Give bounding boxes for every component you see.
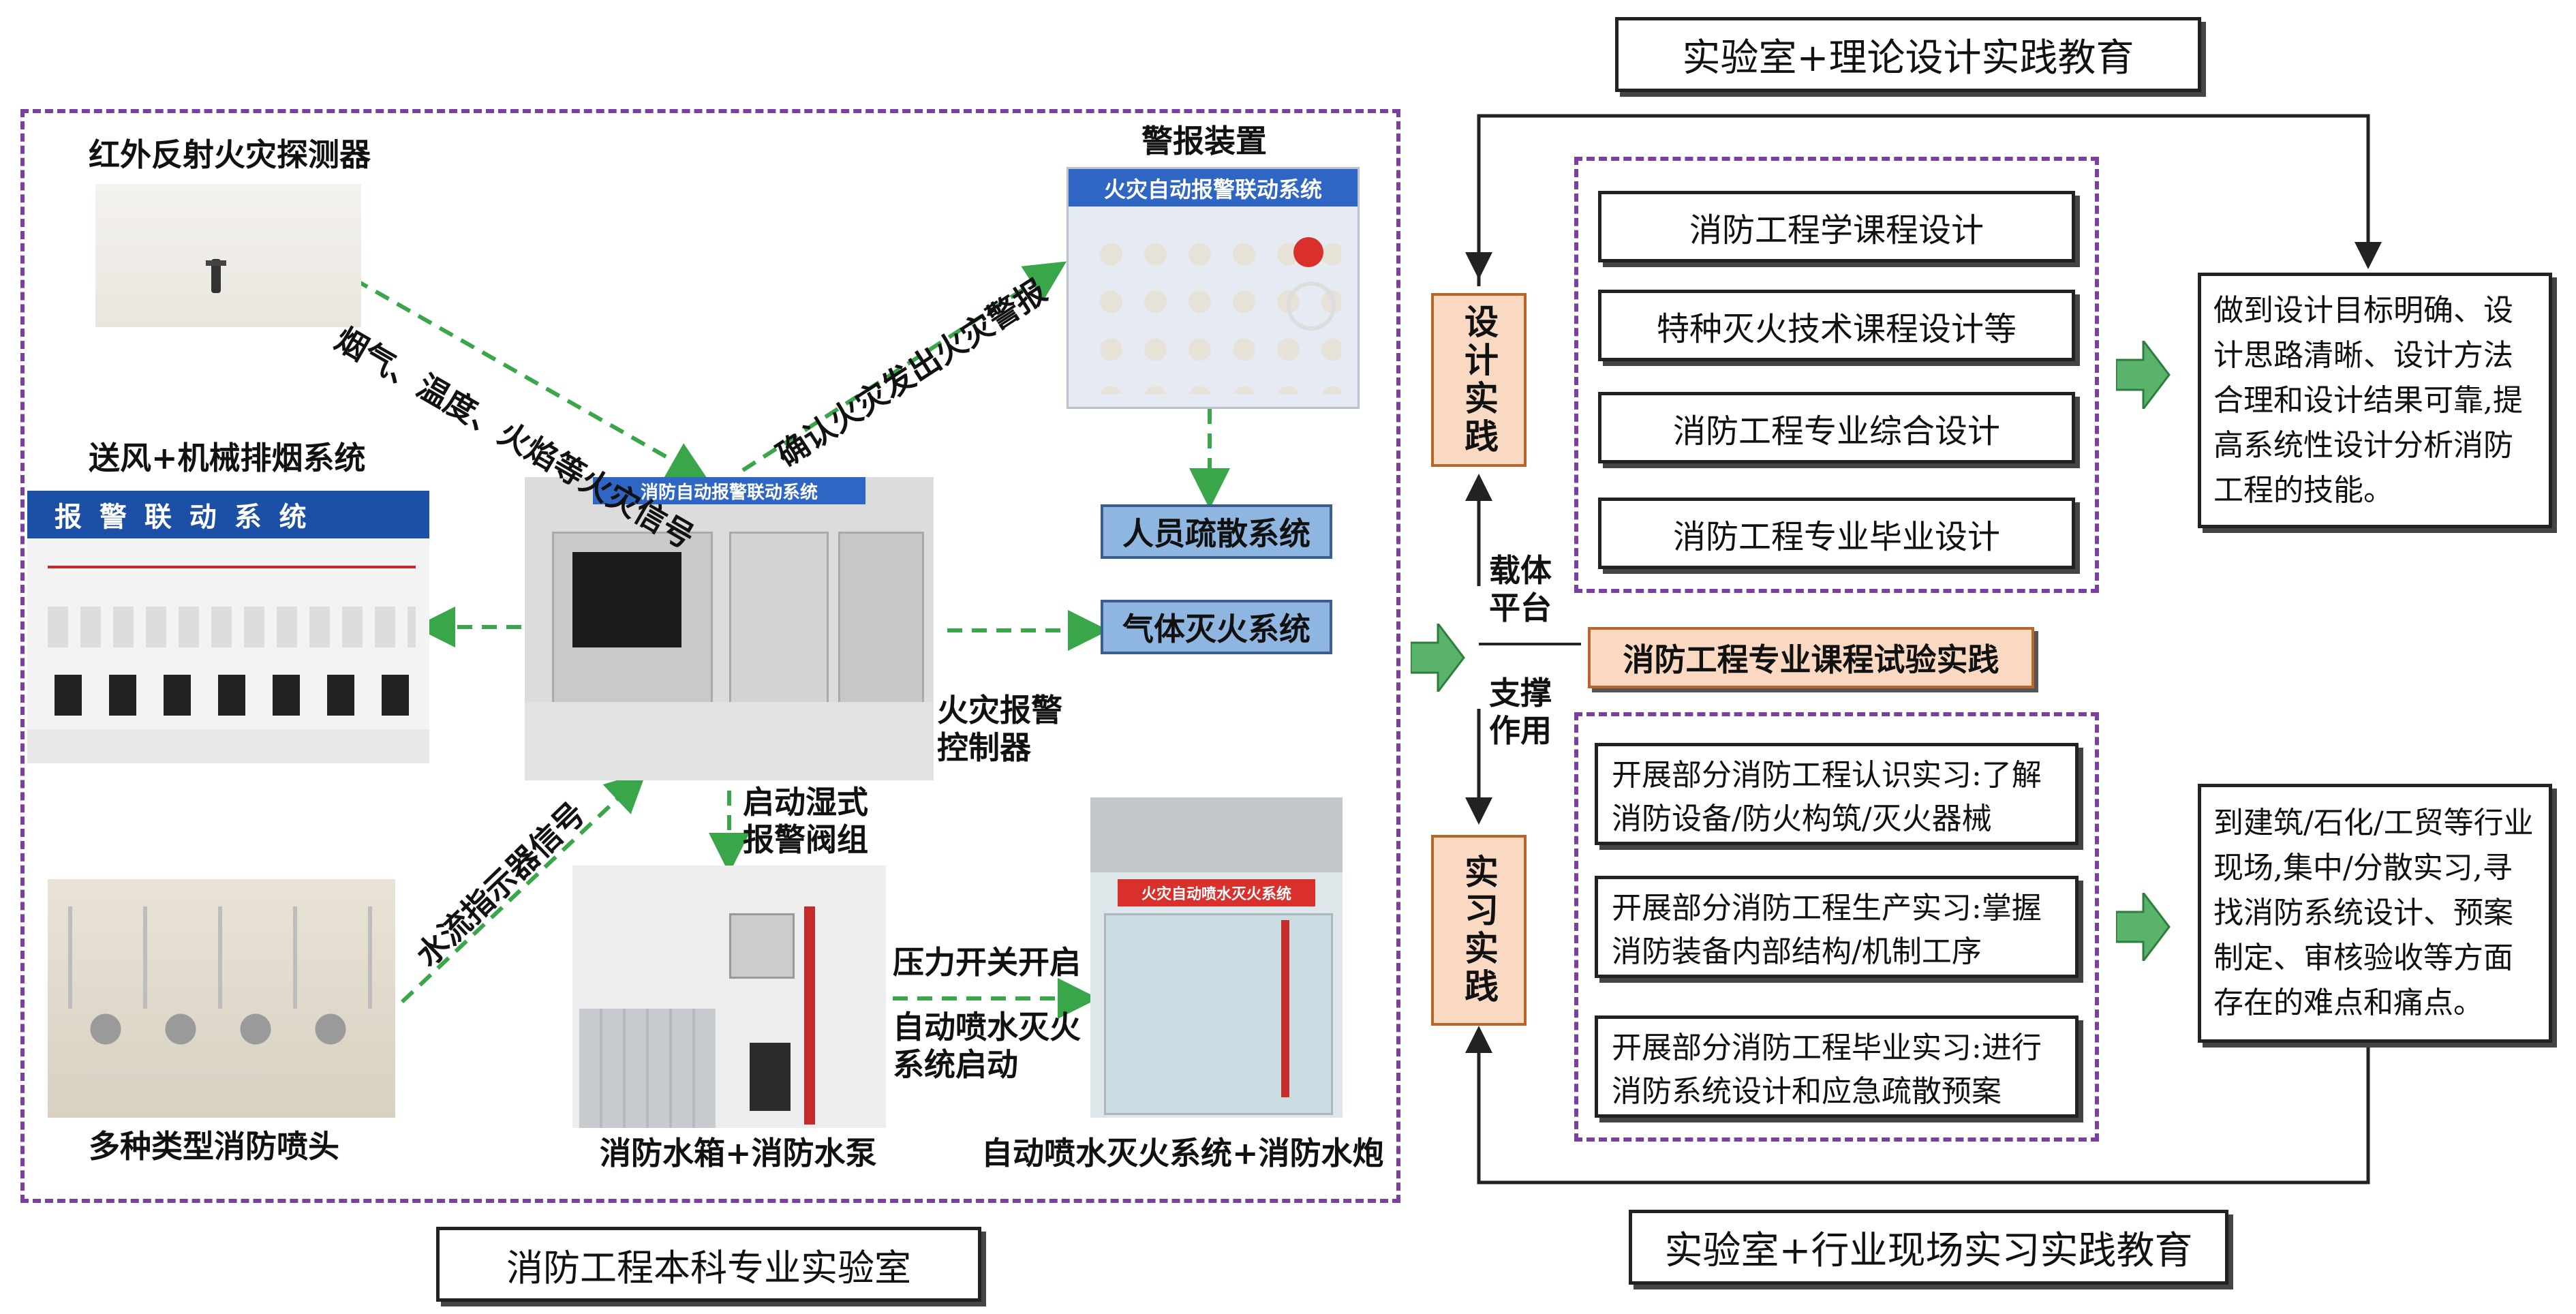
intern-item-1: 开展部分消防工程认识实习:了解消防设备/防火构筑/灭火器械 <box>1595 743 2079 845</box>
label-ventilation: 送风+机械排烟系统 <box>89 440 366 476</box>
bottom-title: 实验室+行业现场实习实践教育 <box>1629 1210 2228 1285</box>
photo-controller: 消防自动报警联动系统 <box>525 477 934 780</box>
intern-frame <box>1574 712 2099 1142</box>
label-pressure-switch: 压力开关开启 <box>893 944 1081 981</box>
label-carrier: 载体 平台 <box>1489 552 1552 627</box>
photo-infrared-detector <box>95 184 361 327</box>
intern-practice-box: 实习实践 <box>1431 835 1527 1026</box>
alarm-panel-header: 火灾自动报警联动系统 <box>1069 169 1358 207</box>
design-goal-box: 做到设计目标明确、设计思路清晰、设计方法合理和设计结果可靠,提高系统性设计分析消… <box>2198 273 2552 528</box>
intern-goal-box: 到建筑/石化/工贸等行业现场,集中/分散实习,寻找消防系统设计、预案制定、审核验… <box>2198 784 2552 1043</box>
arrow-controller-to-alarm <box>741 261 1067 472</box>
label-alarm-device: 警报装置 <box>1141 123 1267 159</box>
label-sprinkler-heads: 多种类型消防喷头 <box>89 1128 339 1165</box>
label-sprinkler-system: 自动喷水灭火系统+消防水炮 <box>981 1135 1384 1172</box>
label-controller: 火灾报警 控制器 <box>937 692 1062 767</box>
big-green-arrow <box>1411 624 1465 692</box>
photo-sprinkler-system: 火灾自动喷水灭火系统 <box>1090 797 1343 1118</box>
arrow-detector-to-controller <box>353 277 709 481</box>
sprinkler-photo-header: 火灾自动喷水灭火系统 <box>1118 879 1315 906</box>
design-practice-box: 设计实践 <box>1431 293 1527 467</box>
photo-alarm-device: 火灾自动报警联动系统 <box>1067 167 1360 409</box>
lab-title: 消防工程本科专业实验室 <box>436 1227 981 1302</box>
controller-photo-header: 消防自动报警联动系统 <box>593 477 865 504</box>
arrow-sprinkler-to-controller <box>400 771 647 1004</box>
photo-ventilation: 报 警 联 动 系 统 <box>27 491 429 763</box>
course-experiment-box: 消防工程专业课程试验实践 <box>1588 627 2034 688</box>
design-frame <box>1574 157 2099 593</box>
label-water-tank-pump: 消防水箱+消防水泵 <box>600 1135 877 1172</box>
design-item-4: 消防工程专业毕业设计 <box>1598 498 2075 569</box>
box-gas-extinguish: 气体灭火系统 <box>1101 600 1332 654</box>
label-support: 支撑 作用 <box>1489 675 1552 750</box>
lab-frame <box>20 109 1400 1203</box>
box-evacuation: 人员疏散系统 <box>1101 504 1332 559</box>
design-item-2: 特种灭火技术课程设计等 <box>1598 290 2075 361</box>
label-infrared-detector: 红外反射火灾探测器 <box>89 136 371 173</box>
loop-bottom <box>1465 1026 2370 1185</box>
intern-item-3: 开展部分消防工程毕业实习:进行消防系统设计和应急疏散预案 <box>1595 1015 2079 1118</box>
label-sprinkler-start: 自动喷水灭火 系统启动 <box>893 1009 1081 1084</box>
ventilation-panel-header: 报 警 联 动 系 统 <box>27 491 429 538</box>
top-title: 实验室+理论设计实践教育 <box>1615 17 2201 92</box>
photo-sprinkler-heads <box>48 879 395 1118</box>
green-arrow-intern <box>2116 893 2171 961</box>
green-arrow-design <box>2116 341 2171 409</box>
intern-item-2: 开展部分消防工程生产实习:掌握消防装备内部结构/机制工序 <box>1595 876 2079 978</box>
design-item-3: 消防工程专业综合设计 <box>1598 392 2075 463</box>
design-item-1: 消防工程学课程设计 <box>1598 191 2075 262</box>
photo-water-tank-pump <box>572 866 886 1128</box>
label-start-wet-valve: 启动湿式 报警阀组 <box>743 784 868 859</box>
